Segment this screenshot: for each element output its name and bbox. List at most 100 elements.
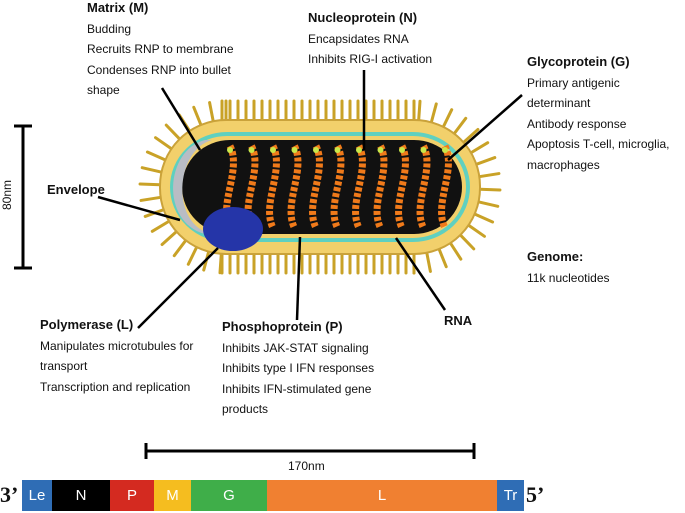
polymerase-annotation: Polymerase (L) Manipulates microtubules … <box>40 315 193 397</box>
genome-segment-p: P <box>110 480 154 511</box>
rnp-node <box>227 147 233 153</box>
glycoprotein-spike <box>138 182 162 187</box>
genome-segment-l: L <box>267 480 497 511</box>
rnp-node <box>291 147 298 153</box>
glycoprotein-spike <box>461 127 480 145</box>
glycoprotein-spike <box>429 102 438 125</box>
matrix-line-3: Condenses RNP into bullet <box>87 62 231 77</box>
nucleoprotein-title: Nucleoprotein (N) <box>308 10 418 25</box>
glycoprotein-spike <box>150 219 171 233</box>
glycoprotein-spike <box>172 238 188 258</box>
envelope-annotation: Envelope <box>47 180 105 201</box>
envelope-leader <box>97 195 181 222</box>
envelope-title: Envelope <box>47 182 105 197</box>
rna-annotation: RNA <box>444 311 472 332</box>
glycoprotein-spike <box>466 223 486 238</box>
rna-leader <box>394 237 447 311</box>
matrix-layer <box>173 140 212 234</box>
glycoprotein-spike <box>472 212 495 224</box>
rnp-node <box>248 147 255 153</box>
polymerase-line-2: transport <box>40 359 88 373</box>
rnp-coil <box>309 144 323 230</box>
nucleoprotein-annotation: Nucleoprotein (N) Encapsidates RNA Inhib… <box>308 8 432 70</box>
genome-segment-g: G <box>191 480 267 511</box>
genome-annotation: Genome: 11k nucleotides <box>527 247 610 288</box>
glycoprotein-line-1: Primary antigenic determinant <box>527 75 620 111</box>
glycoprotein-spike <box>145 150 168 162</box>
rnp-coil <box>373 144 388 230</box>
polymerase-blob <box>203 207 263 251</box>
rnp-node <box>420 147 427 153</box>
glycoprotein-line-3: Apoptosis T-cell, microglia, <box>527 137 670 151</box>
rnp-node <box>377 147 384 153</box>
glycoprotein-spike <box>441 108 454 130</box>
length-scale-label: 170nm <box>288 459 325 473</box>
height-scale-label: 80nm <box>0 179 15 211</box>
glycoprotein-leader <box>447 94 523 161</box>
glycoprotein-line-2: Antibody response <box>527 116 627 131</box>
glycoprotein-spike <box>458 232 476 251</box>
glycoprotein-spike <box>186 244 199 266</box>
genome-segment-m: M <box>154 480 191 511</box>
genome-segment-tr: Tr <box>497 480 524 511</box>
genome-segment-n: N <box>52 480 110 511</box>
phosphoprotein-line-1: Inhibits JAK-STAT signaling <box>222 340 369 355</box>
glycoprotein-spikes <box>138 99 502 275</box>
glycoprotein-spike <box>469 141 490 155</box>
rnp-node <box>399 147 405 153</box>
genome-title: Genome: <box>527 249 584 264</box>
glycoprotein-spike <box>140 166 164 174</box>
phosphoprotein-title: Phosphoprotein (P) <box>222 319 343 334</box>
rnp-coil <box>287 144 302 230</box>
genome-5prime-end: 5’ <box>526 482 545 507</box>
glycoprotein-title: Glycoprotein (G) <box>527 54 630 69</box>
matrix-line-1: Budding <box>87 21 132 36</box>
glycoprotein-spike <box>164 123 182 142</box>
glycoprotein-spike <box>139 195 163 202</box>
genome-map: 3’ Le N P M G L Tr 5’ <box>0 480 685 513</box>
phosphoprotein-line-4: products <box>222 402 269 416</box>
matrix-annotation: Matrix (M) Budding Recruits RNP to membr… <box>87 0 234 101</box>
glycoprotein-spike <box>437 246 448 269</box>
glycoprotein-spike <box>218 251 223 275</box>
glycoprotein-spike <box>208 101 215 124</box>
polymerase-line-3: Transcription and replication <box>40 379 191 394</box>
genome-3prime-end: 3’ <box>0 482 19 507</box>
matrix-line-2: Recruits RNP to membrane <box>87 42 234 56</box>
glycoprotein-spike <box>477 172 501 179</box>
rnp-node <box>334 147 341 153</box>
rna-title: RNA <box>444 313 473 328</box>
rnp-node <box>270 147 276 153</box>
rnp-coil <box>266 144 280 230</box>
rnp-coil <box>330 144 345 230</box>
nucleoprotein-line-1: Encapsidates RNA <box>308 31 409 46</box>
rnp-coil <box>438 144 452 230</box>
polymerase-title: Polymerase (L) <box>40 317 134 332</box>
phosphoprotein-line-3: Inhibits IFN-stimulated gene <box>222 381 372 396</box>
glycoprotein-spike <box>160 229 179 247</box>
nucleoprotein-line-2: Inhibits RIG-I activation <box>308 52 433 66</box>
genome-line-1: 11k nucleotides <box>527 270 610 285</box>
glycoprotein-spike <box>448 240 463 261</box>
rnp-node <box>356 147 362 153</box>
genome-segment-le: Le <box>22 480 52 511</box>
glycoprotein-spike <box>474 156 497 166</box>
matrix-leader <box>160 87 202 151</box>
glycoprotein-spike <box>154 136 174 151</box>
matrix-line-4: shape <box>87 83 120 97</box>
glycoprotein-spike <box>417 99 422 123</box>
rnp-coil <box>352 144 366 230</box>
matrix-title: Matrix (M) <box>87 0 149 15</box>
glycoprotein-spike <box>476 200 500 208</box>
polymerase-leader <box>137 247 219 329</box>
glycoprotein-spike <box>452 116 468 136</box>
rnp-node <box>442 147 448 153</box>
glycoprotein-spike <box>192 105 203 128</box>
polymerase-line-1: Manipulates microtubules for <box>40 338 194 353</box>
glycoprotein-spike <box>478 187 502 192</box>
glycoprotein-spike <box>425 250 432 273</box>
rnp-node <box>313 147 319 153</box>
rnp-coil <box>395 144 409 230</box>
rnp-coil <box>416 144 431 230</box>
membrane-edge <box>170 132 470 242</box>
